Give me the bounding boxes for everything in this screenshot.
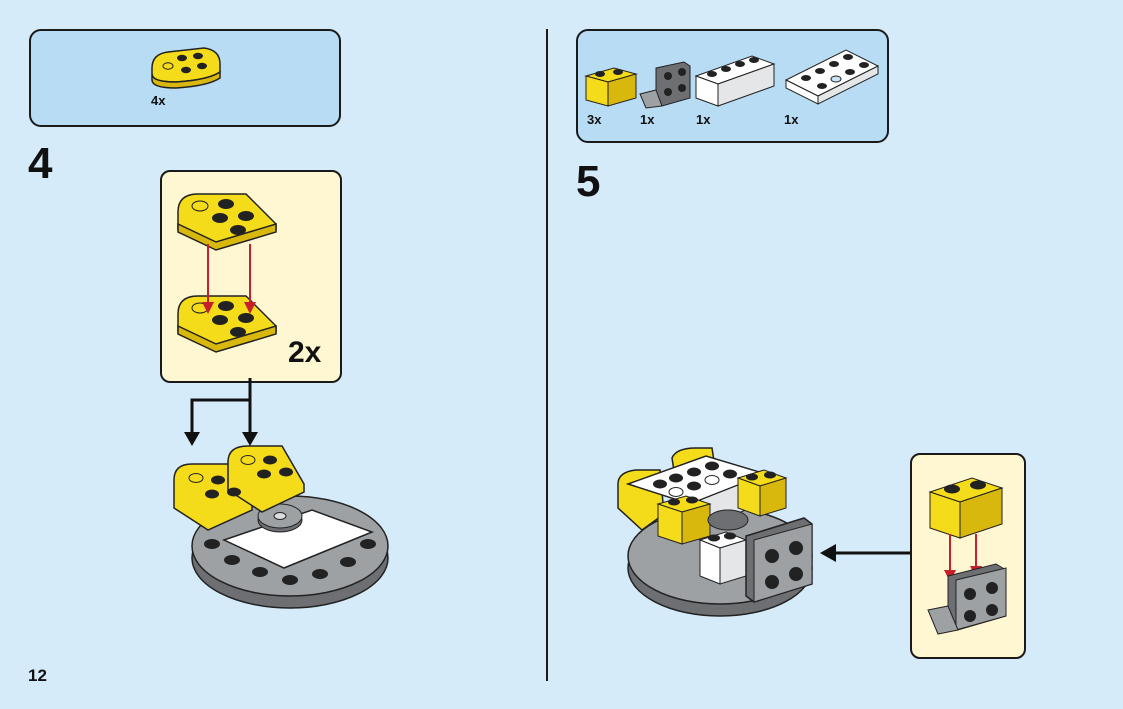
white-plate-2x4-icon (784, 44, 880, 108)
placement-arrows-icon (180, 378, 260, 448)
white-brick-1x4-icon (694, 50, 778, 108)
step5-part-qty-3: 1x (696, 112, 710, 127)
step4-callout-multiplier: 2x (288, 336, 321, 370)
step5-placement-arrow-icon (818, 542, 912, 564)
yellow-rounded-plate-icon (148, 44, 228, 88)
yellow-brick-1x2-icon (584, 64, 638, 108)
step5-model-icon (616, 444, 828, 622)
step5-part-qty-4: 1x (784, 112, 798, 127)
step4-part-qty: 4x (151, 93, 165, 108)
step4-number: 4 (28, 142, 52, 186)
step5-part-qty-1: 3x (587, 112, 601, 127)
callout-grey-bracket-icon (926, 562, 1008, 636)
callout-red-arrows-icon (200, 240, 260, 320)
step5-number: 5 (576, 160, 600, 204)
page-number: 12 (28, 666, 47, 686)
step4-model-icon (172, 440, 392, 620)
step5-part-qty-2: 1x (640, 112, 654, 127)
grey-bracket-plate-icon (638, 60, 692, 110)
page-divider (546, 29, 548, 681)
